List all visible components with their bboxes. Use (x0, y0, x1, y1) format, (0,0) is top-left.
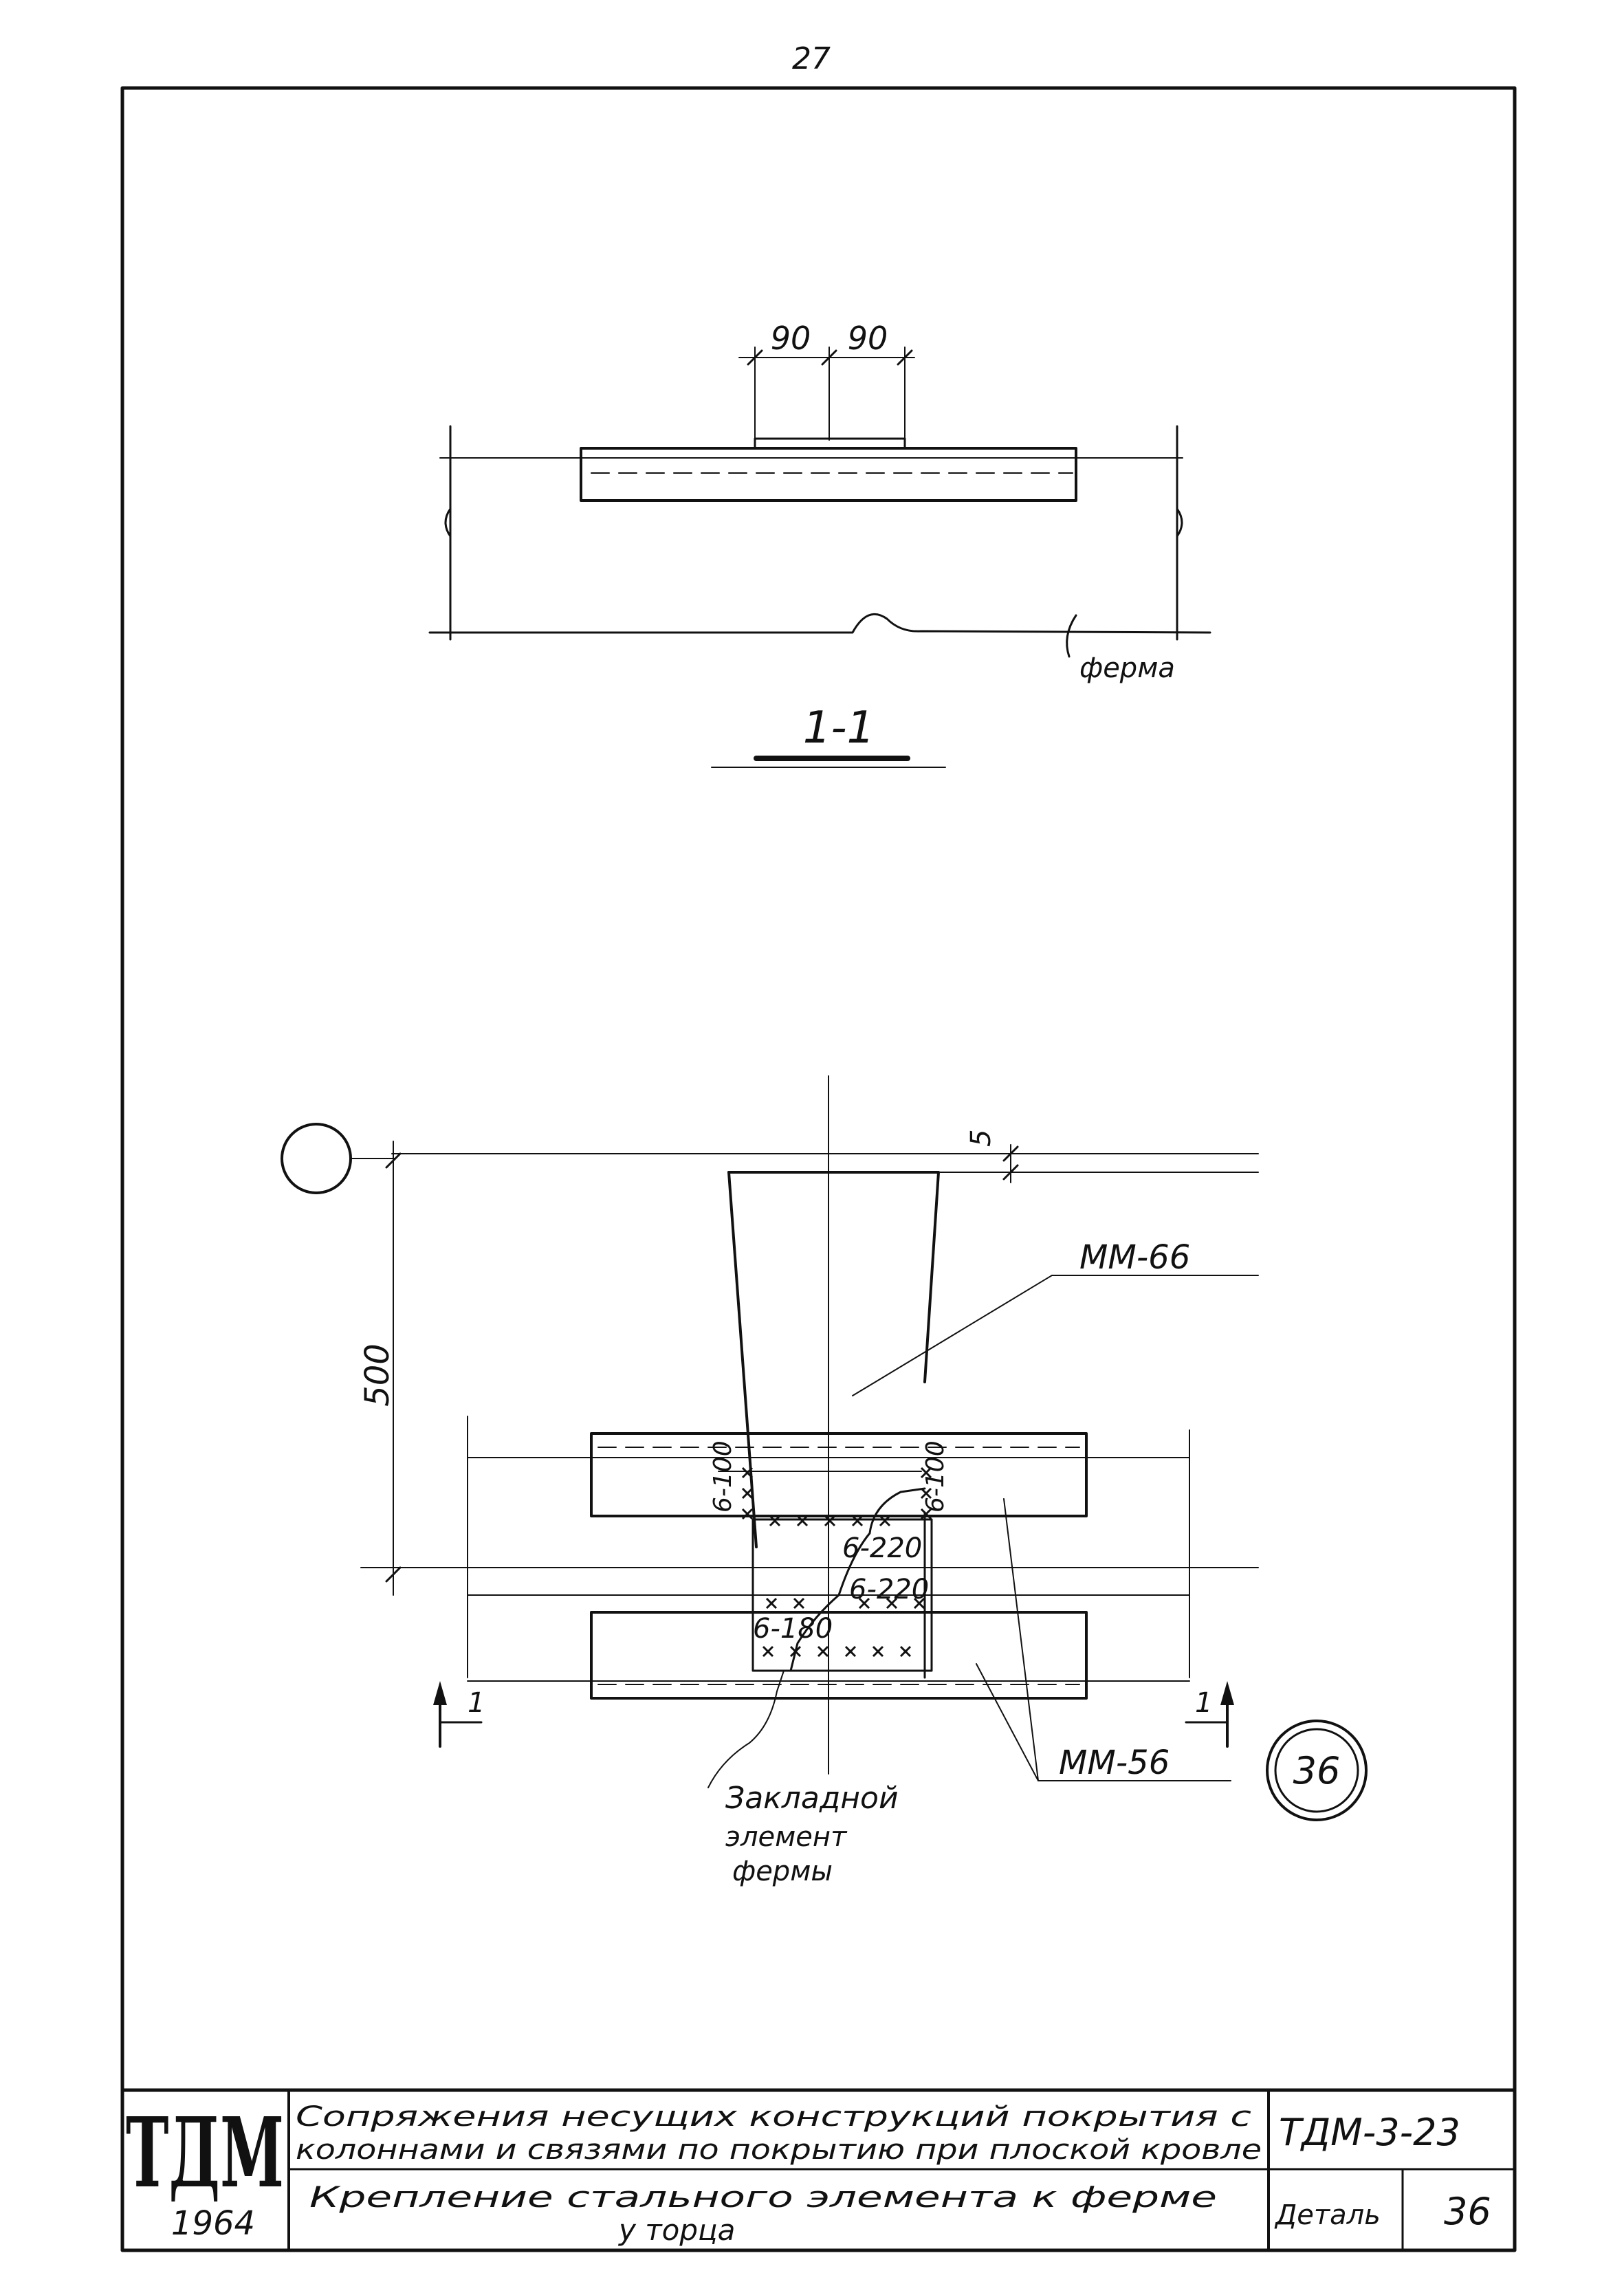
truss-label: ферма (1079, 652, 1175, 684)
title-block: ТДМ 1964 Сопряжения несущих конструкций … (120, 2088, 1517, 2252)
axis-marker (281, 1123, 352, 1194)
title-line-1: Сопряжения несущих конструкций покрытия … (296, 2101, 1251, 2133)
weld-marks (741, 1467, 932, 1658)
section-1-1-view: 90 90 ферма 1-1 (428, 320, 1211, 768)
page-number: 27 (792, 41, 831, 76)
sheet-frame (120, 86, 1517, 2252)
section-cut-left: 1 (468, 1687, 485, 1719)
dim-vertical-value: 500 (358, 1343, 397, 1407)
drawing-code: ТДМ-3-23 (1279, 2111, 1460, 2154)
detail-number: 36 (1444, 2190, 1491, 2233)
subtitle-line-2: у торца (617, 2213, 735, 2247)
stamp-org: ТДМ (126, 2097, 284, 2210)
weld-label-mid1: 6-220 (842, 1533, 922, 1564)
section-dim-right: 90 (848, 320, 888, 357)
detail-number-circle (1266, 1720, 1368, 1821)
section-cut-right: 1 (1195, 1687, 1212, 1719)
weld-label-right: 6-100 (921, 1440, 950, 1513)
weld-label-low: 6-180 (753, 1613, 833, 1645)
label-embedded-1: Закладной (725, 1781, 899, 1816)
title-line-2: колоннами и связями по покрытию при плос… (296, 2134, 1262, 2166)
label-embedded-3: фермы (732, 1856, 833, 1887)
dim-top-value: 5 (965, 1130, 997, 1147)
detail-label: Деталь (1274, 2199, 1381, 2231)
detail-number-plan: 36 (1293, 1749, 1341, 1792)
plan-view: 5 500 6-100 (281, 1075, 1368, 1887)
stamp-year: 1964 (171, 2204, 255, 2243)
section-dim-left: 90 (771, 320, 811, 357)
label-mm56: ММ-56 (1059, 1744, 1170, 1782)
weld-label-left: 6-100 (709, 1440, 737, 1513)
weld-label-mid2: 6-220 (849, 1574, 929, 1605)
label-embedded-2: элемент (725, 1821, 848, 1853)
subtitle-line-1: Крепление стального элемента к ферме (309, 2180, 1217, 2214)
section-mark: 1-1 (803, 703, 875, 754)
label-mm66: ММ-66 (1079, 1238, 1190, 1277)
